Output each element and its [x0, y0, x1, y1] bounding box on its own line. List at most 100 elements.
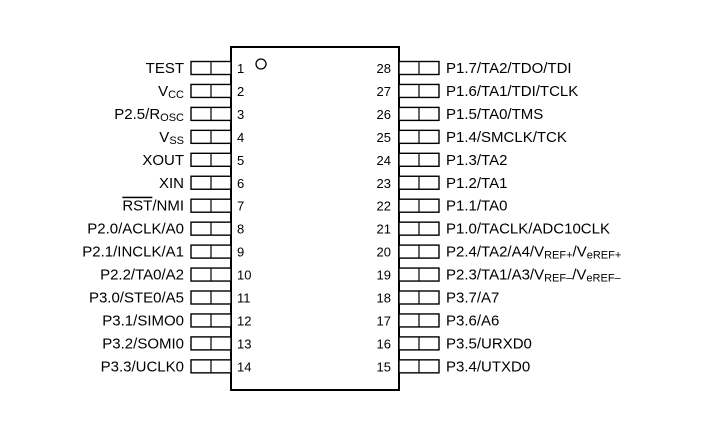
pin-name-part: P3.0/STE0/A5	[89, 290, 184, 307]
pin-number: 15	[377, 359, 391, 374]
right-pin-name: P1.2/TA1	[446, 175, 507, 192]
pin-name-part: P1.2/TA1	[446, 175, 507, 192]
right-pin: 26 P1.5/TA0/TMS	[377, 106, 544, 123]
pin-number: 22	[377, 199, 391, 214]
left-pin-name: P2.5/ROSC	[114, 106, 184, 124]
pin-name-part: P1.5/TA0/TMS	[446, 106, 543, 123]
left-pin-name: XOUT	[142, 152, 184, 169]
pin-name-part: P2.4/TA2/A4/V	[446, 244, 544, 261]
pin-name-part: P3.2/SOMI0	[102, 335, 184, 352]
right-pin: 23 P1.2/TA1	[377, 175, 508, 192]
pin-name-part: P2.1/INCLK/A1	[82, 244, 184, 261]
left-pin-name: TEST	[146, 60, 184, 77]
pin-name-part: P2.0/ACLK/A0	[87, 221, 184, 238]
left-pin-name: P3.2/SOMI0	[102, 335, 184, 352]
left-pin: 4 VSS	[159, 129, 244, 147]
right-pin-name: P2.3/TA1/A3/VREF–/VeREF–	[446, 267, 622, 285]
left-pin: 6 XIN	[159, 175, 244, 192]
pin-number: 11	[237, 291, 251, 306]
right-pin-name: P3.6/A6	[446, 312, 499, 329]
pin-number: 26	[377, 107, 391, 122]
left-pin: 7 RST/NMI	[122, 198, 244, 215]
left-pin: 11 P3.0/STE0/A5	[89, 290, 251, 307]
pin-name-part: P1.7/TA2/TDO/TDI	[446, 60, 572, 77]
pin-name-part: P3.1/SIMO0	[102, 312, 184, 329]
pin-name-part: XIN	[159, 175, 184, 192]
pin-number: 21	[377, 222, 391, 237]
right-pin: 17 P3.6/A6	[377, 312, 500, 329]
left-pin: 5 XOUT	[142, 152, 244, 169]
left-pin: 9 P2.1/INCLK/A1	[82, 244, 244, 261]
pin-name-subscript: REF–	[544, 273, 573, 285]
right-pin: 25 P1.4/SMCLK/TCK	[377, 129, 567, 146]
pin-number: 24	[377, 153, 391, 168]
left-pin: 12 P3.1/SIMO0	[102, 312, 251, 329]
right-pin-name: P1.4/SMCLK/TCK	[446, 129, 567, 146]
right-pin-name: P1.1/TA0	[446, 198, 507, 215]
left-pin-name: P2.1/INCLK/A1	[82, 244, 184, 261]
pin-number: 1	[237, 61, 244, 76]
left-pin-name: VSS	[159, 129, 184, 147]
right-pin-name: P2.4/TA2/A4/VREF+/VeREF+	[446, 244, 621, 262]
pin-name-part: /V	[573, 244, 587, 261]
pin-name-part: P2.2/TA0/A2	[100, 267, 184, 284]
right-pin: 22 P1.1/TA0	[377, 198, 508, 215]
right-pin-name: P1.5/TA0/TMS	[446, 106, 543, 123]
left-pin-name: VCC	[158, 83, 184, 101]
pin-number: 16	[377, 336, 391, 351]
pin-name-part: P1.4/SMCLK/TCK	[446, 129, 567, 146]
pin-name-part: P3.5/URXD0	[446, 335, 532, 352]
left-pin: 13 P3.2/SOMI0	[102, 335, 251, 352]
pin-number: 8	[237, 222, 244, 237]
right-pin-name: P3.5/URXD0	[446, 335, 532, 352]
pin-name-part: P3.4/UTXD0	[446, 358, 530, 375]
right-pin: 28 P1.7/TA2/TDO/TDI	[377, 60, 572, 77]
right-pin: 21 P1.0/TACLK/ADC10CLK	[377, 221, 610, 238]
pin-name-subscript: CC	[168, 89, 184, 101]
left-pin-name: P3.0/STE0/A5	[89, 290, 184, 307]
pin-number: 3	[237, 107, 244, 122]
pin-number: 25	[377, 130, 391, 145]
pin-number: 23	[377, 176, 391, 191]
pin-number: 6	[237, 176, 244, 191]
pin-name-subscript: eREF–	[586, 273, 621, 285]
pin-name-part: P3.3/UCLK0	[101, 358, 184, 375]
pin-name-subscript: SS	[169, 135, 184, 147]
pin-number: 9	[237, 245, 244, 260]
pin-number: 28	[377, 61, 391, 76]
left-pin-name: P2.0/ACLK/A0	[87, 221, 184, 238]
right-pin-name: P1.6/TA1/TDI/TCLK	[446, 83, 578, 100]
pin-number: 20	[377, 245, 391, 260]
right-pin-name: P1.0/TACLK/ADC10CLK	[446, 221, 610, 238]
pin-number: 13	[237, 336, 251, 351]
right-pin: 15 P3.4/UTXD0	[377, 358, 531, 375]
pin-name-subscript: eREF+	[587, 250, 622, 262]
pin-name-part: V	[158, 83, 168, 100]
pin-name-part: /NMI	[152, 198, 184, 215]
pin-name-subscript: REF+	[544, 250, 572, 262]
chip-body	[230, 46, 400, 391]
pin-number: 2	[237, 84, 244, 99]
pin-name-subscript: OSC	[160, 112, 184, 124]
pin-number: 19	[377, 268, 391, 283]
left-pin: 3 P2.5/ROSC	[114, 106, 244, 124]
pin-name-part: P3.7/A7	[446, 290, 499, 307]
left-pin-name: P3.1/SIMO0	[102, 312, 184, 329]
pin-name-part: XOUT	[142, 152, 184, 169]
pin-name-part: RST	[122, 198, 152, 215]
right-pin: 18 P3.7/A7	[377, 290, 500, 307]
pin-number: 7	[237, 199, 244, 214]
pin-number: 12	[237, 313, 251, 328]
pin-name-part: P2.3/TA1/A3/V	[446, 267, 544, 284]
left-pin: 1 TEST	[146, 60, 245, 77]
pin-number: 4	[237, 130, 244, 145]
left-pin: 2 VCC	[158, 83, 244, 101]
pin-number: 17	[377, 313, 391, 328]
pin-number: 5	[237, 153, 244, 168]
left-pin-name: RST/NMI	[122, 198, 184, 215]
pin-name-part: P1.0/TACLK/ADC10CLK	[446, 221, 610, 238]
pin-number: 18	[377, 291, 391, 306]
